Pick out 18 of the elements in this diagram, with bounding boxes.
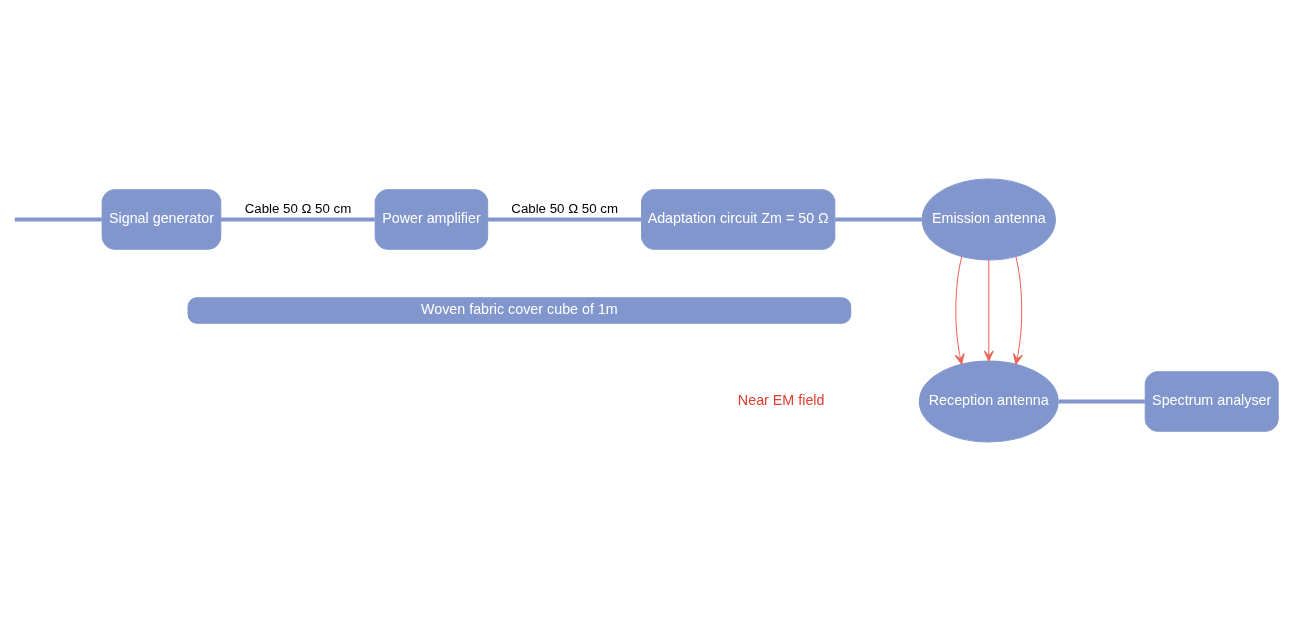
connector — [221, 217, 375, 222]
node-box: Woven fabric cover cube of 1m — [187, 297, 852, 324]
arrow — [954, 256, 965, 365]
connector — [835, 217, 922, 222]
arrow — [1013, 256, 1023, 365]
node-box: Power amplifier — [374, 189, 489, 250]
connector — [14, 217, 102, 222]
node-ellipse: Reception antenna — [918, 360, 1059, 443]
node-box: Spectrum analyser — [1144, 371, 1279, 432]
label: Near EM field — [737, 392, 825, 409]
edge-label: Cable 50 Ω 50 cm — [511, 200, 618, 216]
connector — [1058, 399, 1145, 404]
node-box: Adaptation circuit Zm = 50 Ω — [641, 189, 836, 250]
edge-label: Cable 50 Ω 50 cm — [244, 200, 352, 216]
connector — [487, 217, 642, 222]
node-ellipse: Emission antenna — [921, 178, 1056, 261]
arrow — [983, 259, 994, 362]
node-box: Signal generator — [101, 189, 222, 250]
